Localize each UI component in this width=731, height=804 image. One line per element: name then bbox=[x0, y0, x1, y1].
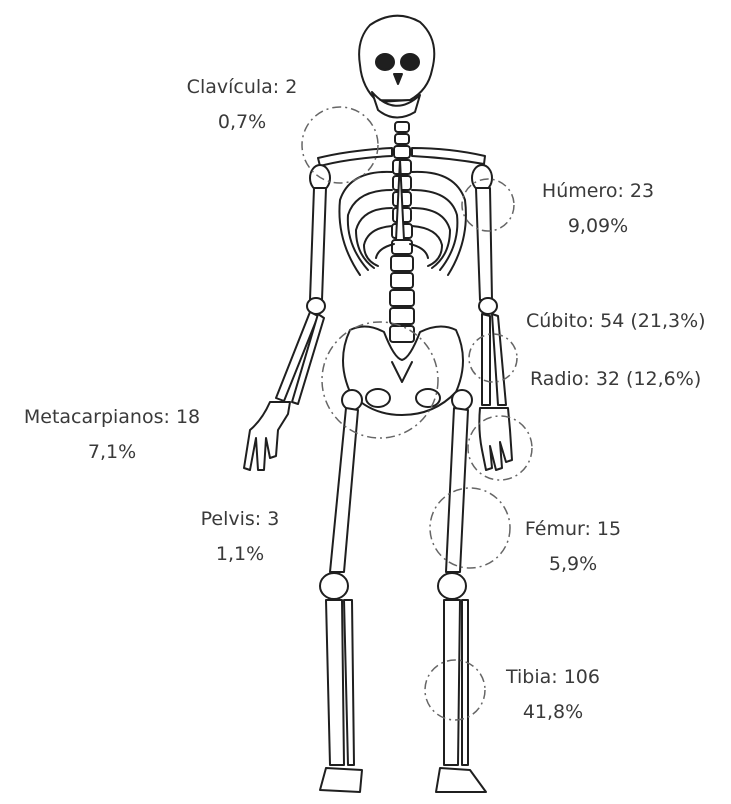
left-arm bbox=[276, 165, 330, 404]
label-clavicula-pct: 0,7% bbox=[172, 113, 312, 132]
label-cubito-name: Cúbito: 54 (21,3%) bbox=[526, 310, 706, 332]
label-tibia-name: Tibia: 106 bbox=[506, 666, 600, 688]
label-pelvis-pct: 1,1% bbox=[180, 545, 300, 564]
label-metacarpianos-name: Metacarpianos: 18 bbox=[24, 406, 200, 428]
label-tibia: Tibia: 106 41,8% bbox=[488, 668, 618, 722]
right-arm bbox=[472, 165, 506, 405]
label-radio-name: Radio: 32 (12,6%) bbox=[530, 368, 701, 390]
clavicle-circle bbox=[302, 107, 378, 183]
label-femur: Fémur: 15 5,9% bbox=[508, 520, 638, 574]
clavicle-right bbox=[412, 148, 485, 164]
femur-circle bbox=[430, 488, 510, 568]
skeleton-figure bbox=[244, 16, 512, 792]
label-clavicula-name: Clavícula: 2 bbox=[187, 76, 298, 98]
label-humero: Húmero: 23 9,09% bbox=[528, 182, 668, 236]
label-metacarpianos: Metacarpianos: 18 7,1% bbox=[8, 408, 216, 462]
label-tibia-pct: 41,8% bbox=[488, 703, 618, 722]
left-hand bbox=[244, 402, 290, 470]
label-humero-pct: 9,09% bbox=[528, 217, 668, 236]
label-femur-name: Fémur: 15 bbox=[525, 518, 621, 540]
label-pelvis-name: Pelvis: 3 bbox=[201, 508, 280, 530]
label-clavicula: Clavícula: 2 0,7% bbox=[172, 78, 312, 132]
label-metacarpianos-pct: 7,1% bbox=[8, 443, 216, 462]
label-pelvis: Pelvis: 3 1,1% bbox=[180, 510, 300, 564]
left-leg bbox=[320, 390, 362, 792]
label-cubito: Cúbito: 54 (21,3%) bbox=[526, 312, 706, 331]
label-radio: Radio: 32 (12,6%) bbox=[530, 370, 701, 389]
label-femur-pct: 5,9% bbox=[508, 555, 638, 574]
label-humero-name: Húmero: 23 bbox=[542, 180, 654, 202]
skull bbox=[359, 16, 434, 118]
clavicle-left bbox=[318, 148, 392, 166]
right-leg bbox=[436, 390, 486, 792]
